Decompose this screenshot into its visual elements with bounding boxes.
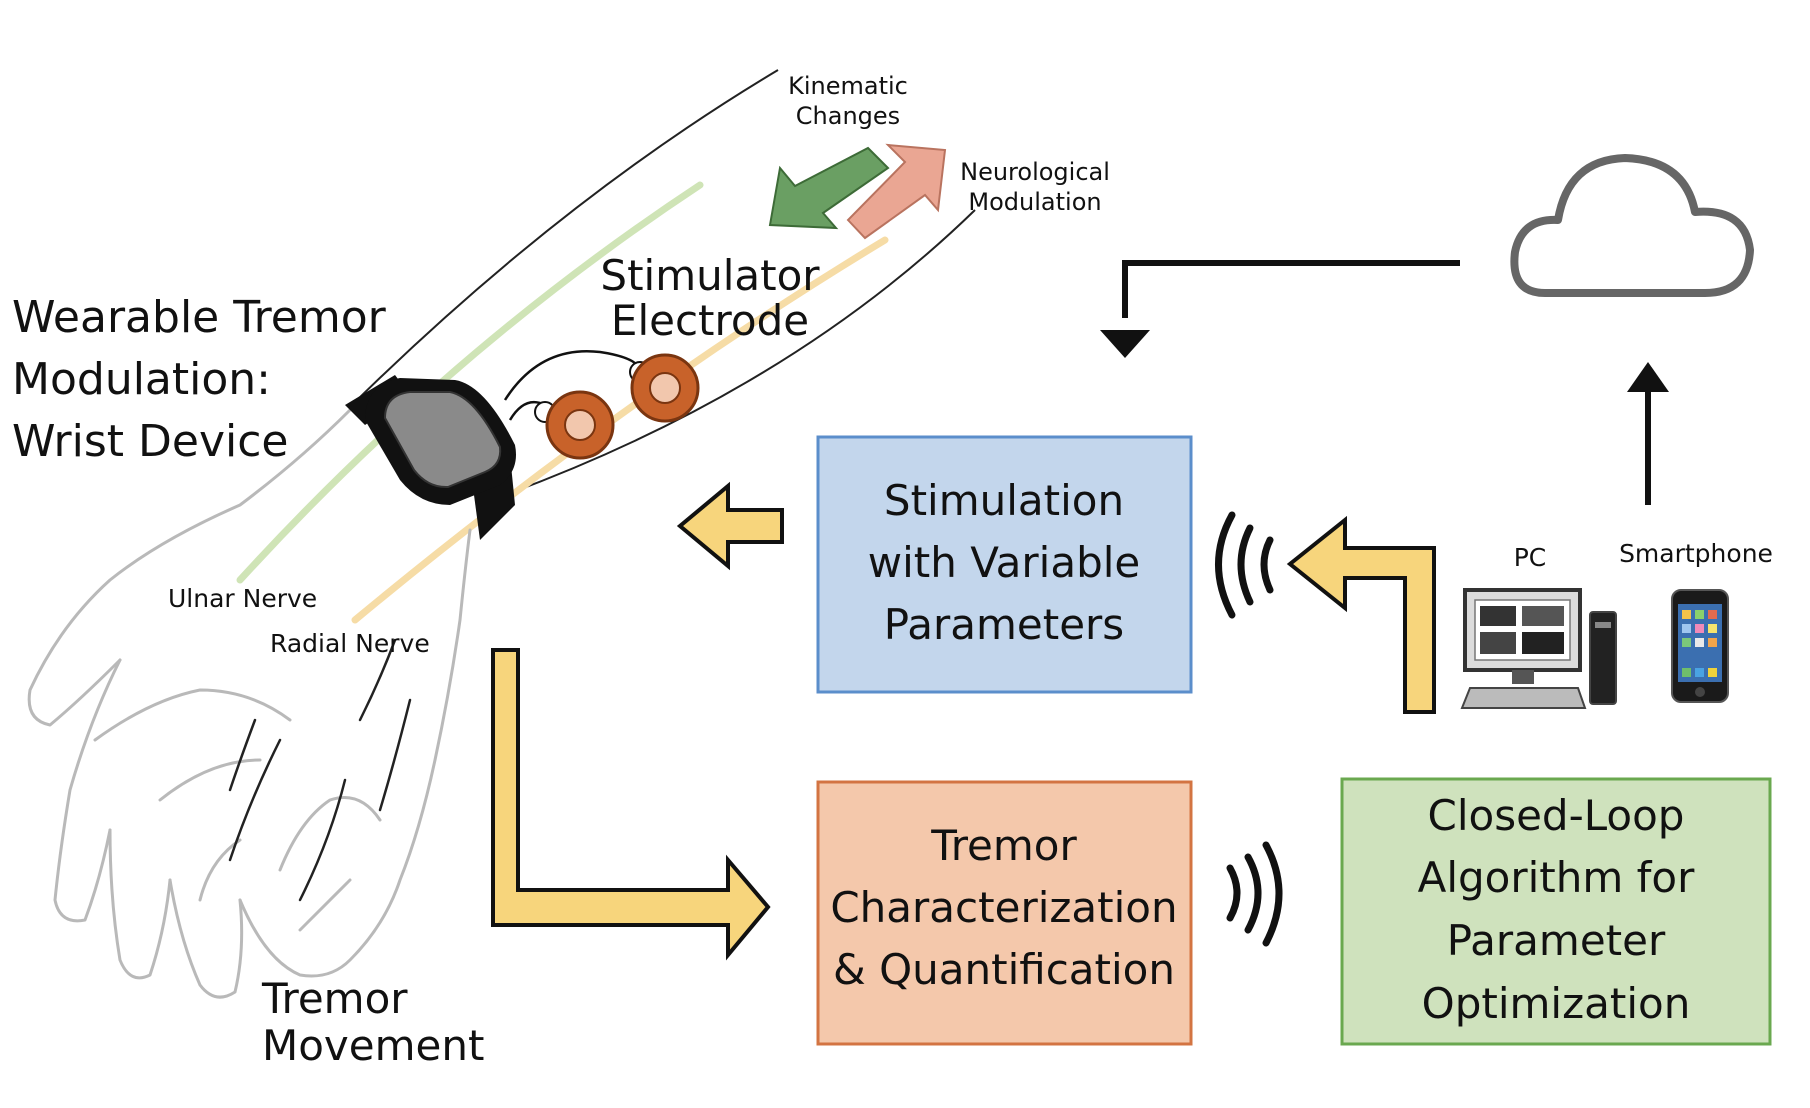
closed-loop-line-4: Optimization [1422, 979, 1691, 1028]
forearm-lower-edge [504, 209, 976, 496]
closed-loop-box-rect [1340, 777, 1772, 1046]
electrode-label-line-1: Stimulator [600, 251, 820, 300]
hand-to-tremor-arrow [491, 648, 771, 961]
stimulation-box-rect [816, 435, 1193, 694]
closed-loop-line-1: Closed-Loop [1428, 791, 1685, 840]
title-line-3: Wrist Device [12, 416, 288, 467]
tremor-line-3: & Quantification [833, 945, 1175, 994]
electrode-label-line-2: Electrode [611, 296, 809, 345]
devices-to-cloud-arrow [1627, 362, 1669, 505]
forearm-upper-edge [351, 69, 779, 406]
kinematic-label-line-1: Kinematic [788, 72, 908, 100]
title-line-2: Modulation: [12, 354, 271, 405]
radial-nerve-label: Radial Nerve [270, 629, 430, 658]
stimulator-electrode-1 [545, 390, 615, 460]
wireless-signal-right-icon [1226, 841, 1283, 947]
pc-label: PC [1514, 543, 1547, 572]
ulnar-nerve-label: Ulnar Nerve [168, 584, 317, 613]
pc-to-stimulation-arrow [1286, 515, 1436, 714]
smartphone-icon [1671, 589, 1729, 703]
tremor-line-2: Characterization [830, 883, 1177, 932]
pc-icon [1460, 588, 1617, 709]
tremor-movement-line-1: Tremor [261, 974, 408, 1023]
neuro-label-line-2: Modulation [968, 188, 1101, 216]
neurological-modulation-arrow [846, 143, 947, 240]
cloud-to-stimulation-arrow [1100, 260, 1460, 358]
closed-loop-box: Closed-Loop Algorithm for Parameter Opti… [1340, 777, 1772, 1046]
stimulation-line-2: with Variable [868, 538, 1141, 587]
ulnar-nerve-line [236, 181, 704, 584]
smartphone-label: Smartphone [1619, 539, 1773, 568]
tremor-box-rect [816, 780, 1193, 1046]
arm-illustration [27, 69, 976, 999]
tremor-movement-line-2: Movement [262, 1021, 484, 1070]
kinematic-label-line-2: Changes [796, 102, 900, 130]
stimulation-to-wrist-arrow [676, 481, 784, 571]
stimulation-line-1: Stimulation [884, 476, 1124, 525]
tremor-line-1: Tremor [930, 821, 1077, 870]
tremor-box: Tremor Characterization & Quantification [816, 780, 1193, 1046]
neuro-label-line-1: Neurological [960, 158, 1110, 186]
wrist-device-screen [383, 391, 502, 489]
radial-nerve-line [351, 236, 889, 624]
stimulator-electrode-2 [630, 353, 700, 423]
closed-loop-line-3: Parameter [1447, 916, 1666, 965]
wrist-device [345, 375, 516, 540]
title-line-1: Wearable Tremor [12, 292, 387, 343]
stimulation-line-3: Parameters [884, 600, 1124, 649]
stimulation-box: Stimulation with Variable Parameters [816, 435, 1193, 694]
kinematic-changes-arrow [768, 146, 890, 230]
cloud-icon [1510, 154, 1754, 297]
wireless-signal-left-icon [1215, 511, 1274, 619]
hand-sketch [27, 408, 472, 999]
closed-loop-line-2: Algorithm for [1418, 853, 1696, 902]
hand-shadow-lines [228, 638, 412, 902]
